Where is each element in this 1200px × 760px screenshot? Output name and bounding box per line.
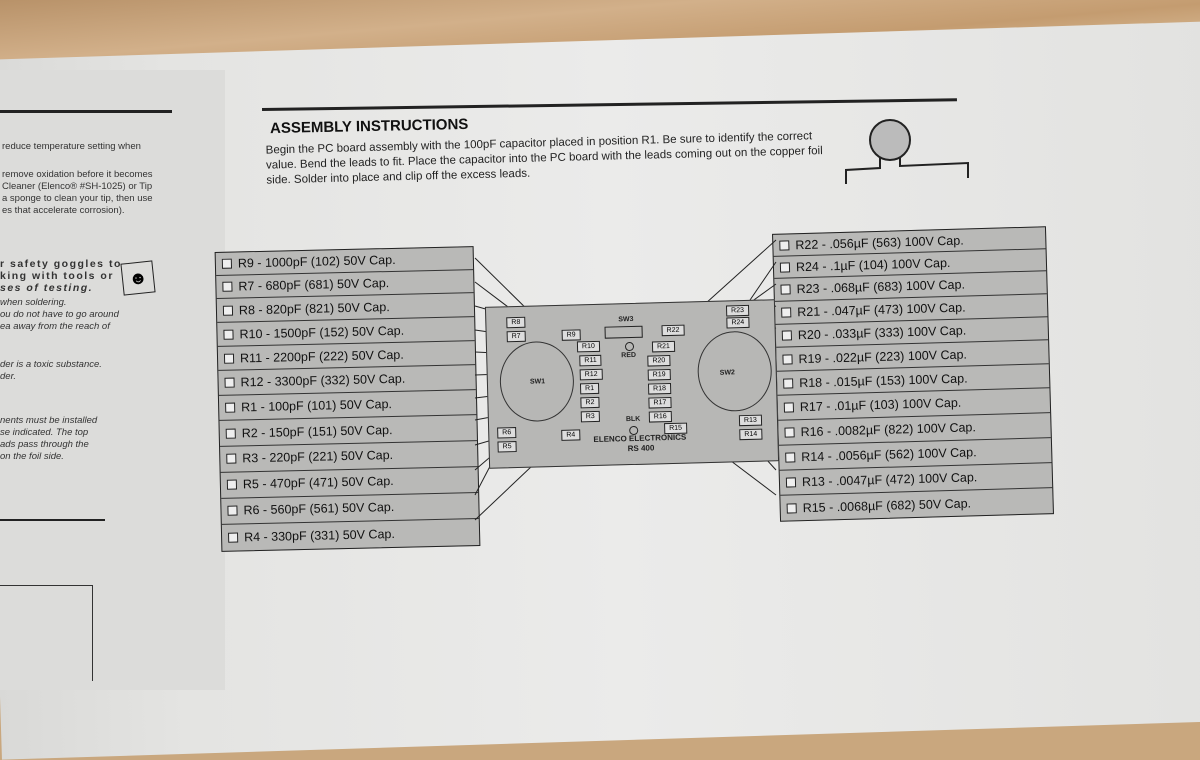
- board-component: R24: [726, 316, 750, 329]
- pc-board-diagram: SW1 SW2 SW3 RED BLK ELENCO ELECTRONICS R…: [484, 299, 780, 469]
- board-component: R8: [506, 316, 526, 329]
- left-page: [0, 70, 225, 690]
- divider: [0, 110, 172, 113]
- safety-notes: when soldering.ou do not have to go arou…: [0, 297, 119, 332]
- red-led: [624, 341, 635, 352]
- red-label: RED: [621, 351, 637, 360]
- board-component: R18: [647, 382, 672, 395]
- blk-label: BLK: [625, 415, 641, 424]
- sw1-label: SW1: [529, 378, 546, 386]
- board-component: R3: [580, 410, 600, 423]
- board-component: R12: [579, 368, 603, 381]
- board-component: R10: [576, 340, 600, 353]
- soldering-illustration: [0, 585, 93, 681]
- sw2-label: SW2: [719, 369, 736, 377]
- board-component: R7: [506, 330, 526, 343]
- sw3-outline: [604, 325, 643, 339]
- board-component: R4: [561, 429, 581, 441]
- board-component: R17: [648, 396, 672, 409]
- board-component: R15: [664, 422, 688, 435]
- toxic-note: der is a toxic substance.der.: [0, 359, 102, 382]
- divider: [0, 519, 105, 521]
- board-component: R21: [651, 340, 676, 353]
- board-component: R5: [497, 441, 517, 453]
- soldering-tips: reduce temperature setting when remove o…: [2, 141, 153, 216]
- board-component: R14: [739, 428, 763, 441]
- capacitor-icon: [845, 119, 969, 184]
- board-component: R16: [648, 410, 672, 423]
- board-component: R20: [647, 354, 671, 367]
- board-component: R19: [647, 368, 671, 381]
- board-brand: ELENCO ELECTRONICS: [593, 432, 687, 445]
- board-component: R9: [561, 329, 581, 341]
- board-component: R2: [580, 396, 600, 409]
- board-model: RS 400: [627, 443, 655, 454]
- board-component: R1: [579, 382, 600, 395]
- sw3-label: SW3: [618, 315, 634, 324]
- board-component: R22: [661, 324, 685, 337]
- board-component: R13: [738, 414, 762, 427]
- board-component: R23: [725, 304, 750, 317]
- board-component: R6: [497, 427, 517, 439]
- board-component: R11: [579, 354, 602, 367]
